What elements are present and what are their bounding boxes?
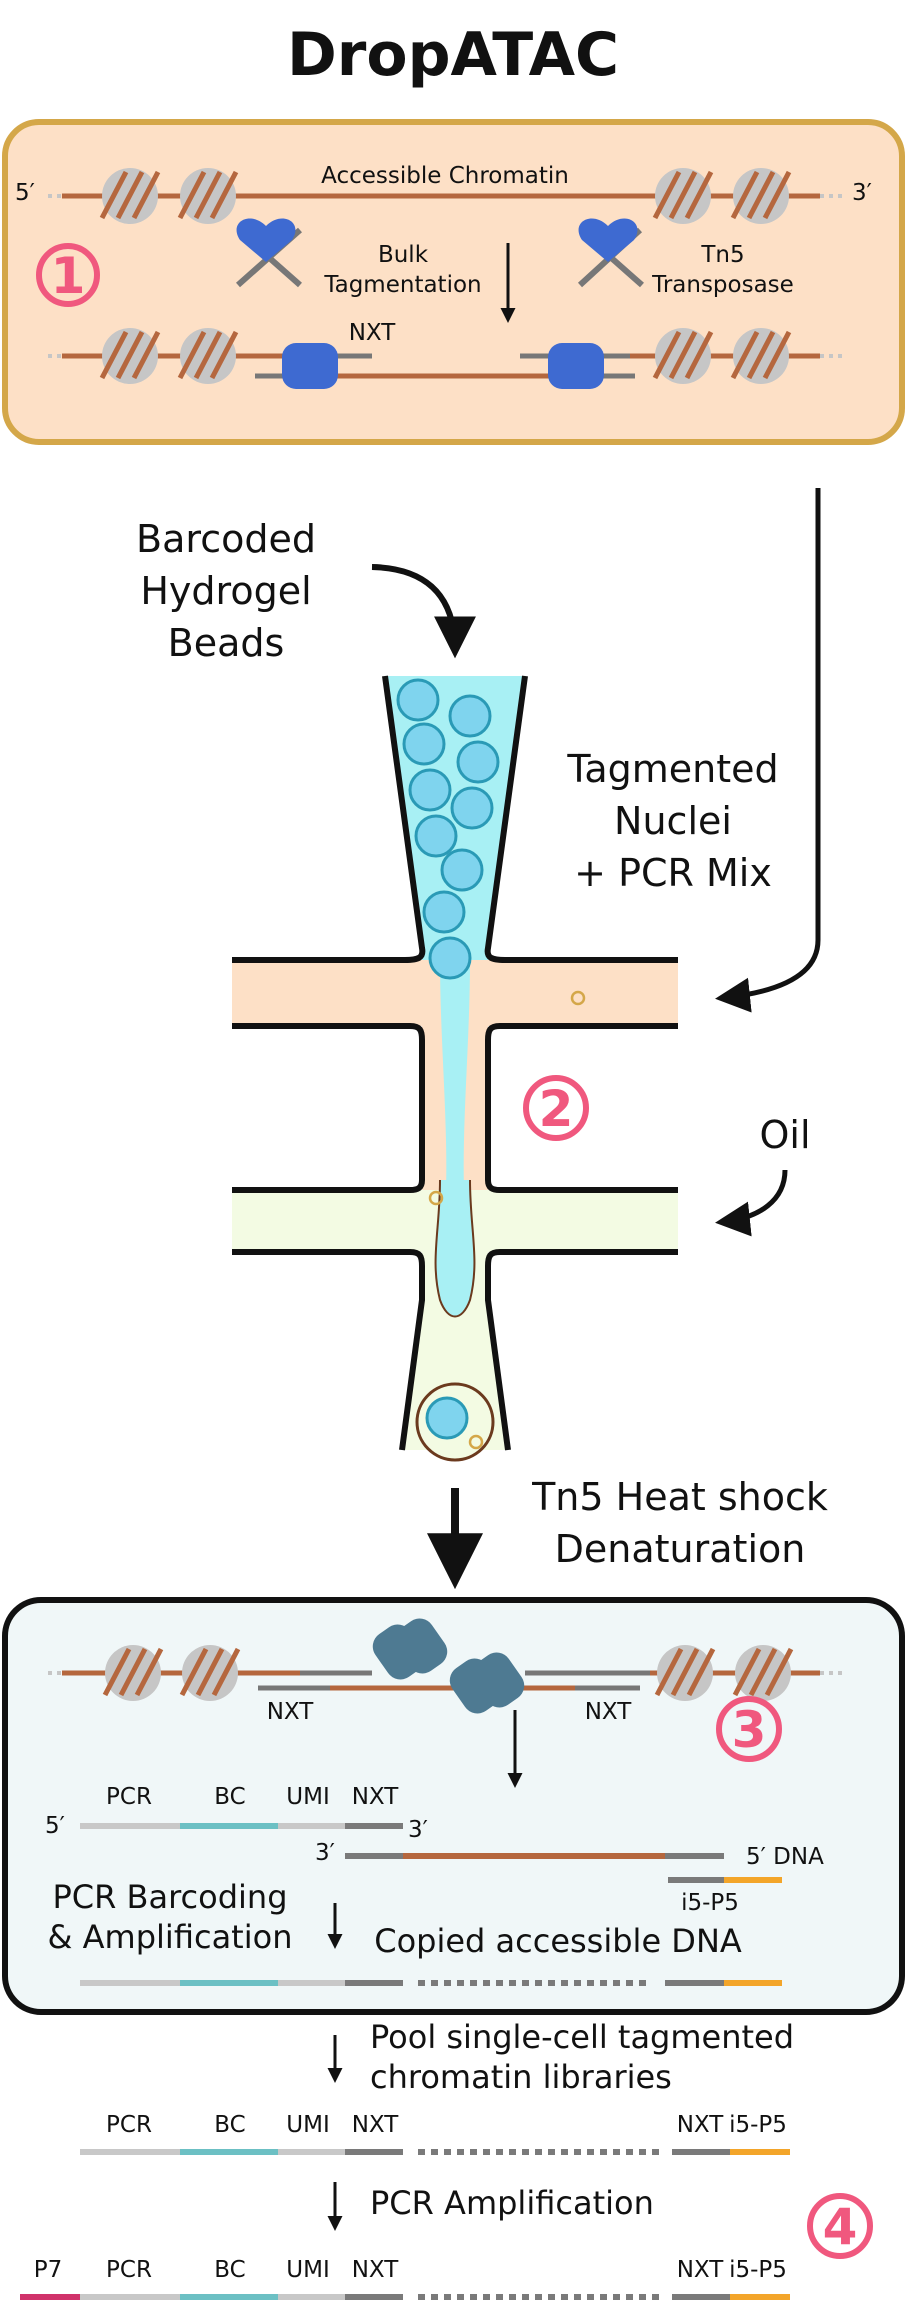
barcoding-label-line1: PCR Barcoding bbox=[52, 1878, 287, 1916]
beads-arrow bbox=[371, 564, 476, 659]
oil-arrow bbox=[715, 1169, 788, 1237]
final-umi-label: UMI bbox=[286, 2257, 329, 2283]
five-prime-label: 5′ bbox=[15, 180, 35, 206]
tn5-transposase-icon bbox=[236, 218, 302, 288]
nucleosome-icon bbox=[730, 168, 792, 224]
nucleosome-icon bbox=[99, 328, 161, 384]
bulk-label-line2: Tagmentation bbox=[323, 272, 481, 298]
tn5-bound-icon bbox=[548, 343, 604, 389]
tn5-label-line2: Transposase bbox=[651, 272, 794, 298]
beads-label-line3: Beads bbox=[168, 621, 285, 665]
step2-number: 2 bbox=[539, 1080, 574, 1138]
template-five-prime-dna: 5′ DNA bbox=[746, 1844, 824, 1870]
amplification-label: PCR Amplification bbox=[370, 2184, 654, 2222]
pool-i5p5-label: i5-P5 bbox=[729, 2112, 787, 2138]
umi-label: UMI bbox=[286, 1784, 329, 1810]
step2-badge bbox=[523, 1075, 589, 1141]
nucleosome-icon bbox=[177, 168, 239, 224]
heat-label-line2: Denaturation bbox=[555, 1527, 806, 1571]
pool-nxt-left-label: NXT bbox=[352, 2112, 400, 2138]
barcoding-label-line2: & Amplification bbox=[48, 1918, 293, 1956]
nucleosome-icon bbox=[654, 1645, 716, 1701]
final-pcr-label: PCR bbox=[106, 2257, 152, 2283]
hydrogel-bead-icon bbox=[450, 786, 494, 830]
bc-label: BC bbox=[214, 1784, 245, 1810]
nucleosome-icon bbox=[732, 1645, 794, 1701]
hydrogel-bead-icon bbox=[425, 1396, 469, 1440]
step1-number: 1 bbox=[51, 247, 86, 305]
step4-badge bbox=[807, 2193, 873, 2259]
step4-amplification: PCR Amplification 4 P7 PCR BC UMI NXT NX… bbox=[20, 2182, 873, 2300]
pool-label-line1: Pool single-cell tagmented bbox=[370, 2018, 794, 2056]
primer-five-prime: 5′ bbox=[45, 1813, 65, 1839]
hydrogel-bead-icon bbox=[402, 722, 446, 766]
pool-label-line2: chromatin libraries bbox=[370, 2058, 672, 2096]
nucleosome-icon bbox=[99, 168, 161, 224]
nucleus-icon bbox=[468, 1434, 484, 1450]
hydrogel-bead-icon bbox=[422, 890, 466, 934]
nxt-left-label: NXT bbox=[267, 1699, 315, 1725]
bulk-label-line1: Bulk bbox=[378, 242, 429, 268]
nxt-label: NXT bbox=[352, 1784, 400, 1810]
nucleus-icon bbox=[570, 990, 586, 1006]
oil-label: Oil bbox=[759, 1113, 810, 1157]
primer-three-prime: 3′ bbox=[408, 1817, 428, 1843]
three-prime-label: 3′ bbox=[852, 180, 872, 206]
pcr-label: PCR bbox=[106, 1784, 152, 1810]
nucleosome-icon bbox=[652, 168, 714, 224]
nuclei-label-line2: Nuclei bbox=[614, 799, 732, 843]
hydrogel-bead-icon bbox=[396, 678, 440, 722]
step2-microfluidic-device: Barcoded Hydrogel Beads Tagmented Nuclei… bbox=[136, 488, 828, 1590]
nucleus-icon bbox=[428, 1190, 444, 1206]
heat-label-line1: Tn5 Heat shock bbox=[531, 1475, 828, 1519]
pool-umi-label: UMI bbox=[286, 2112, 329, 2138]
hydrogel-bead-icon bbox=[408, 768, 452, 812]
template-three-prime: 3′ bbox=[315, 1840, 335, 1866]
beads-label-line2: Hydrogel bbox=[140, 569, 311, 613]
tn5-label-line1: Tn5 bbox=[700, 242, 744, 268]
hydrogel-bead-icon bbox=[428, 936, 472, 980]
hydrogel-bead-icon bbox=[414, 814, 458, 858]
final-nxt-left-label: NXT bbox=[352, 2257, 400, 2283]
hydrogel-bead-icon bbox=[448, 694, 492, 738]
nuclei-label-line3: + PCR Mix bbox=[574, 851, 772, 895]
pool-bc-label: BC bbox=[214, 2112, 245, 2138]
nucleosome-icon bbox=[179, 1645, 241, 1701]
tn5-bound-icon bbox=[282, 343, 338, 389]
tn5-released-icon bbox=[449, 1652, 525, 1714]
step3-number: 3 bbox=[732, 1701, 767, 1759]
pool-pcr-label: PCR bbox=[106, 2112, 152, 2138]
step1-panel: 5′ 3′ Accessible Chromatin 1 Bulk Tagmen… bbox=[2, 119, 905, 445]
step3-badge bbox=[716, 1696, 782, 1762]
nuclei-arrow bbox=[715, 488, 821, 1013]
nucleosome-icon bbox=[730, 328, 792, 384]
nxt-right-label: NXT bbox=[585, 1699, 633, 1725]
pool-nxt-right-label: NXT bbox=[677, 2112, 725, 2138]
hydrogel-bead-icon bbox=[456, 740, 500, 784]
final-i5p5-label: i5-P5 bbox=[729, 2257, 787, 2283]
final-bc-label: BC bbox=[214, 2257, 245, 2283]
step3-panel: NXT NXT 3 5′ PCR BC UMI NXT 3′ 3′ 5′ DNA… bbox=[2, 1597, 905, 2015]
pool-step: Pool single-cell tagmented chromatin lib… bbox=[80, 2018, 794, 2155]
tn5-transposase-icon bbox=[577, 218, 644, 288]
step1-badge bbox=[36, 243, 100, 307]
nucleosome-icon bbox=[177, 328, 239, 384]
beads-label-line1: Barcoded bbox=[136, 517, 316, 561]
page-title: DropATAC bbox=[287, 20, 619, 90]
final-nxt-right-label: NXT bbox=[677, 2257, 725, 2283]
i5p5-label: i5-P5 bbox=[681, 1890, 739, 1916]
nxt-label: NXT bbox=[349, 320, 397, 346]
copied-dna-label: Copied accessible DNA bbox=[374, 1922, 742, 1960]
accessible-chromatin-label: Accessible Chromatin bbox=[321, 163, 569, 189]
step4-number: 4 bbox=[823, 2198, 858, 2256]
nucleosome-icon bbox=[652, 328, 714, 384]
nucleosome-icon bbox=[102, 1645, 164, 1701]
hydrogel-bead-icon bbox=[440, 848, 484, 892]
tn5-released-icon bbox=[372, 1618, 448, 1680]
nuclei-label-line1: Tagmented bbox=[566, 747, 778, 791]
p7-label: P7 bbox=[34, 2257, 63, 2283]
